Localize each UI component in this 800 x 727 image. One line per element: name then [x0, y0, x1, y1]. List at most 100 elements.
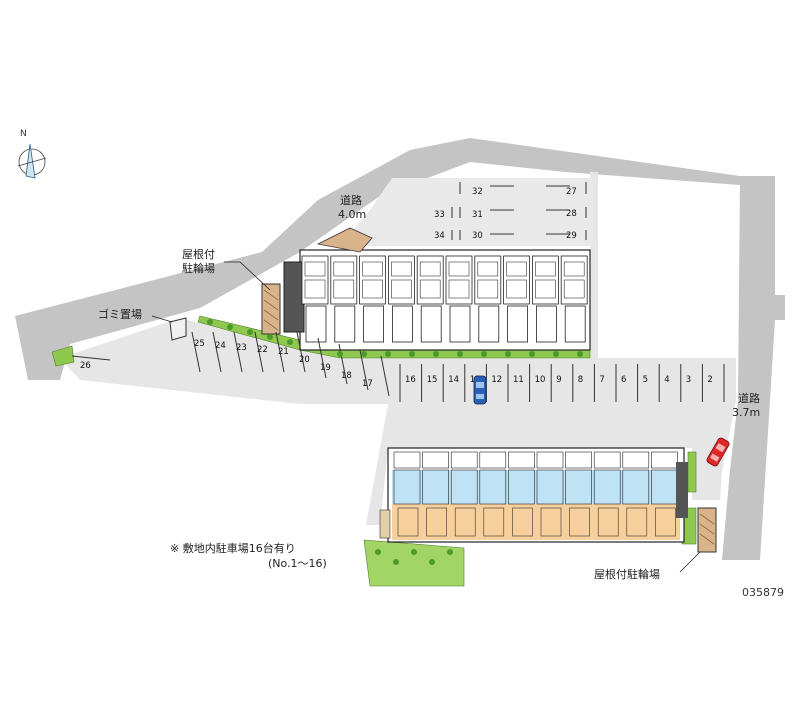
- car-red: [706, 437, 730, 467]
- bike-shelter-lower-label: 屋根付駐輪場: [594, 567, 660, 581]
- lower-unit-mid: [393, 469, 421, 505]
- upper-unit-room: [563, 261, 585, 277]
- stall-number-top-left: 31: [472, 210, 483, 220]
- upper-road-name: 道路: [340, 193, 362, 207]
- stall-number-bottom: 2: [707, 375, 712, 385]
- upper-unit-room: [563, 279, 585, 299]
- bike-shelter-upper: [261, 283, 281, 335]
- parking-lot: [60, 172, 736, 525]
- parking-note-line1: ※ 敷地内駐車場16台有り: [170, 541, 296, 555]
- lower-building-stair: [676, 462, 688, 518]
- stall-number-left: 19: [320, 363, 331, 373]
- upper-lot: [340, 178, 594, 246]
- stall-line: [359, 349, 369, 391]
- stall-number-bottom: 11: [513, 375, 524, 385]
- tree: [429, 559, 435, 565]
- lower-unit-top: [651, 451, 678, 469]
- upper-unit-room: [362, 261, 383, 277]
- upper-building: [283, 249, 591, 351]
- lower-unit-room: [454, 507, 476, 537]
- tree: [385, 351, 391, 357]
- stall-line: [338, 343, 348, 385]
- stall-lines: [71, 331, 725, 402]
- stall-number-top-right: 27: [566, 187, 577, 197]
- stall-number-left: 22: [257, 345, 268, 355]
- bike-shelter-upper-label-2: 駐輪場: [182, 261, 215, 275]
- stall-number-top-left: 33: [434, 210, 445, 220]
- lot-surface: [60, 172, 736, 525]
- bike-shelter-upper-label-1: 屋根付: [182, 247, 215, 261]
- lower-unit-top: [508, 451, 535, 469]
- upper-unit-room: [477, 261, 499, 277]
- stall-line: [233, 331, 243, 373]
- stall-number-left: 18: [341, 371, 352, 381]
- upper-unit-room: [448, 261, 470, 277]
- stall-number-bottom: 6: [621, 375, 626, 385]
- lower-building-orange: [392, 504, 680, 540]
- tree: [481, 351, 487, 357]
- stall-number-lone: 26: [80, 361, 91, 371]
- stall-number-left: 21: [278, 347, 289, 357]
- lower-unit-top: [593, 451, 621, 469]
- lower-unit-top: [536, 451, 564, 469]
- upper-unit-lower: [391, 305, 413, 343]
- upper-unit-room: [391, 261, 412, 277]
- stall-number-bottom: 9: [556, 375, 561, 385]
- stall-line: [380, 355, 390, 397]
- upper-unit-lower: [478, 305, 500, 343]
- stall-numbers: 1615141312111098765432252423222120191817…: [80, 187, 713, 389]
- lower-building: [387, 447, 688, 543]
- tree: [553, 351, 559, 357]
- lower-unit-top: [450, 451, 478, 469]
- stall-number-top-left: 34: [434, 231, 445, 241]
- lower-unit-mid: [508, 469, 535, 505]
- stall-number-left: 25: [194, 339, 205, 349]
- lower-unit-room: [483, 507, 505, 537]
- lower-unit-room: [655, 507, 676, 537]
- bike-shelter-lower: [697, 507, 717, 553]
- upper-unit-room: [419, 261, 441, 277]
- lower-unit-top: [393, 451, 421, 469]
- lower-unit-room: [540, 507, 562, 537]
- tree: [433, 351, 439, 357]
- stall-number-bottom: 12: [491, 375, 502, 385]
- stall-line: [254, 331, 264, 373]
- upper-unit-room: [333, 261, 355, 277]
- stall-number-left: 20: [299, 355, 310, 365]
- stall-number-bottom: 16: [405, 375, 416, 385]
- stall-number-top-right: 29: [566, 231, 577, 241]
- tree: [409, 351, 415, 357]
- tree: [337, 351, 343, 357]
- lower-unit-room: [597, 507, 619, 537]
- stall-line: [71, 355, 111, 361]
- stall-number-left: 24: [215, 341, 226, 351]
- tree: [393, 559, 399, 565]
- upper-unit-room: [535, 261, 556, 277]
- upper-unit-room: [304, 261, 326, 277]
- lower-unit-room: [569, 507, 590, 537]
- tree: [247, 329, 253, 335]
- upper-unit-lower: [536, 305, 557, 343]
- lower-unit-mid: [450, 469, 478, 505]
- lower-unit-mid: [536, 469, 564, 505]
- lower-unit-mid: [622, 469, 650, 505]
- stall-number-left: 17: [362, 379, 373, 389]
- lower-unit-mid: [565, 469, 592, 505]
- lower-units: [393, 451, 678, 537]
- stall-number-bottom: 7: [599, 375, 604, 385]
- upper-unit-room: [477, 279, 499, 299]
- stall-number-top-left: 32: [472, 187, 483, 197]
- top-shelter: [316, 227, 373, 253]
- compass-icon: N: [17, 129, 47, 179]
- tree: [505, 351, 511, 357]
- stall-line: [275, 331, 285, 373]
- upper-unit-room: [419, 279, 441, 299]
- upper-stalls: [451, 182, 587, 240]
- bike-shelter-lower-hatch: [699, 513, 715, 545]
- upper-unit-room: [333, 279, 355, 299]
- lower-unit-mid: [479, 469, 507, 505]
- lower-left-box: [379, 509, 391, 539]
- upper-unit-lower: [363, 305, 385, 343]
- compass-north-label: N: [20, 129, 27, 139]
- upper-building-stair: [283, 261, 305, 333]
